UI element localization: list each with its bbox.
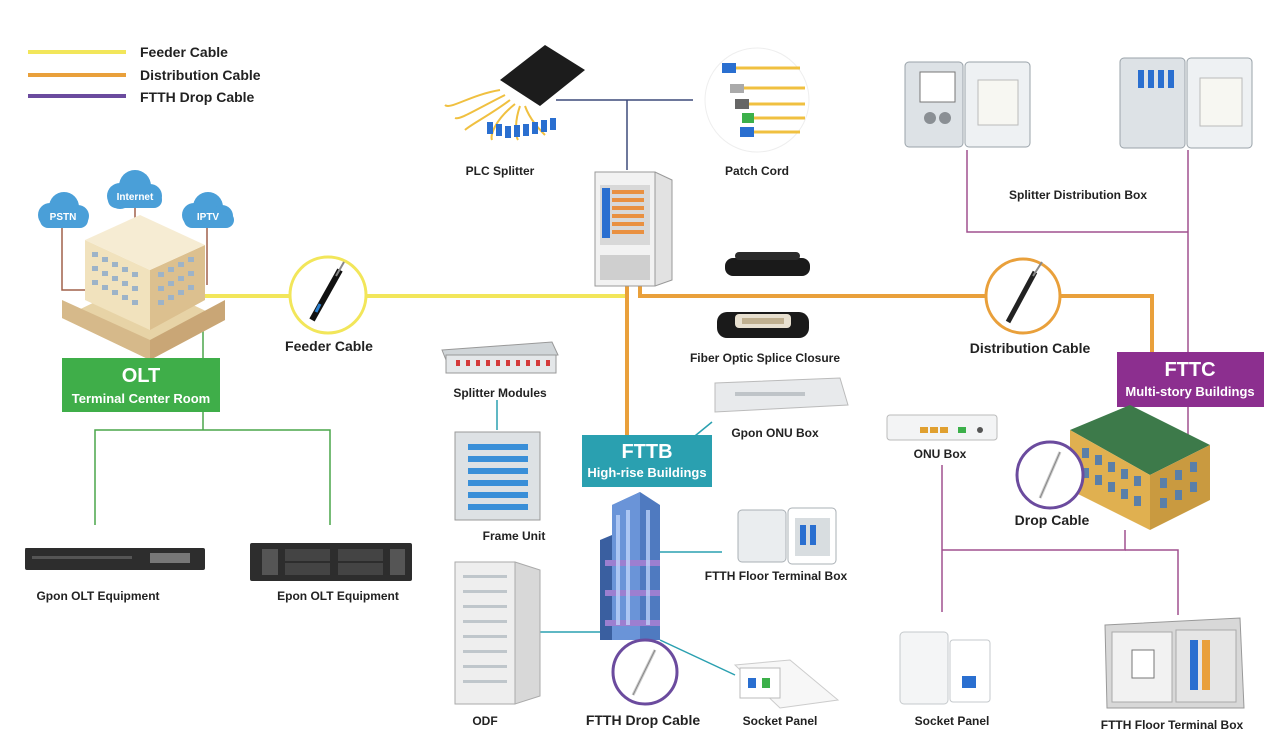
socket-panel-right-icon (899, 631, 991, 705)
socket-panel-mid-icon (733, 659, 840, 709)
distribution-cable-label: Distribution Cable (970, 340, 1091, 356)
splice-closure-icon-1 (725, 252, 810, 276)
iptv-label: IPTV (197, 212, 220, 223)
distribution-line (638, 286, 1154, 352)
building-branch-line (942, 530, 1126, 551)
pstn-cloud-icon: PSTN (38, 192, 89, 228)
floor-box-line (1125, 549, 1179, 615)
onu-box-label: ONU Box (914, 447, 967, 461)
drop-cable-label: Drop Cable (1015, 512, 1090, 528)
ftth-drop-cable-icon (611, 638, 679, 706)
gpon-onu-box-icon (714, 377, 849, 413)
gpon-olt-equipment-label: Gpon OLT Equipment (36, 589, 159, 603)
socket-panel-mid-label: Socket Panel (743, 714, 818, 728)
fttc-subtitle: Multi-story Buildings (1125, 384, 1254, 399)
legend-distribution-label: Distribution Cable (140, 67, 261, 83)
legend-drop-label: FTTH Drop Cable (140, 89, 255, 105)
fttb-subtitle: High-rise Buildings (587, 465, 706, 480)
fttc-badge: FTTC Multi-story Buildings (1117, 352, 1264, 407)
splitter-modules-label: Splitter Modules (453, 386, 547, 400)
odf-icon (454, 561, 541, 705)
frame-unit-label: Frame Unit (483, 529, 546, 543)
olt-subtitle: Terminal Center Room (72, 391, 210, 406)
gpon-olt-equipment-icon (25, 548, 205, 570)
fttc-title: FTTC (1164, 359, 1215, 381)
epon-olt-equipment-icon (250, 543, 412, 581)
splitter-box-line (966, 150, 1188, 233)
patch-cord-label: Patch Cord (725, 164, 789, 178)
ftth-floor-terminal-box-mid-icon (737, 507, 837, 565)
feeder-cable-label: Feeder Cable (285, 338, 373, 354)
odf-label: ODF (472, 714, 497, 728)
ftth-floor-terminal-box-right-label: FTTH Floor Terminal Box (1101, 718, 1244, 732)
fttb-badge: FTTB High-rise Buildings (582, 435, 712, 487)
splice-closure-icon-2 (717, 312, 809, 338)
olt-title: OLT (122, 365, 161, 387)
feeder-cable-icon (288, 255, 368, 335)
fttb-title: FTTB (621, 441, 672, 463)
splitter-distribution-box-icon-2 (1119, 57, 1253, 149)
frame-unit-icon (454, 431, 541, 521)
splitter-modules-icon (441, 341, 559, 374)
legend-feeder-label: Feeder Cable (140, 44, 228, 60)
splitter-distribution-box-icon-1 (904, 61, 1031, 148)
ftth-floor-terminal-box-mid-label: FTTH Floor Terminal Box (705, 569, 848, 583)
onu-box-icon (886, 414, 998, 441)
ftth-floor-terminal-box-right-icon (1104, 617, 1245, 709)
fttc-building-icon (1070, 405, 1210, 530)
ftth-drop-cable-label: FTTH Drop Cable (586, 712, 701, 728)
drop-cable-icon (1015, 440, 1085, 510)
olt-badge: OLT Terminal Center Room (62, 358, 220, 412)
olt-building-icon (62, 215, 225, 360)
socket-panel-right-label: Socket Panel (915, 714, 990, 728)
fiber-cabinet-icon (594, 171, 673, 287)
pstn-line (61, 225, 85, 291)
socket-panel-line (659, 639, 736, 676)
splice-closure-label: Fiber Optic Splice Closure (690, 351, 840, 365)
splitter-distribution-box-label: Splitter Distribution Box (1009, 188, 1147, 202)
olt-branch-line (94, 429, 331, 525)
epon-olt-equipment-label: Epon OLT Equipment (277, 589, 399, 603)
patch-cord-icon (704, 47, 810, 153)
legend: Feeder Cable Distribution Cable FTTH Dro… (28, 44, 261, 105)
iptv-cloud-icon: IPTV (182, 192, 234, 228)
internet-label: Internet (117, 192, 154, 203)
gpon-onu-box-label: Gpon ONU Box (731, 426, 819, 440)
connector-lines (61, 99, 1189, 676)
plc-splitter-icon (444, 45, 585, 141)
internet-cloud-icon: Internet (107, 170, 162, 209)
distribution-cable-icon (984, 257, 1062, 335)
plc-splitter-label: PLC Splitter (466, 164, 535, 178)
highrise-building-icon (600, 492, 660, 640)
pstn-label: PSTN (50, 212, 77, 223)
